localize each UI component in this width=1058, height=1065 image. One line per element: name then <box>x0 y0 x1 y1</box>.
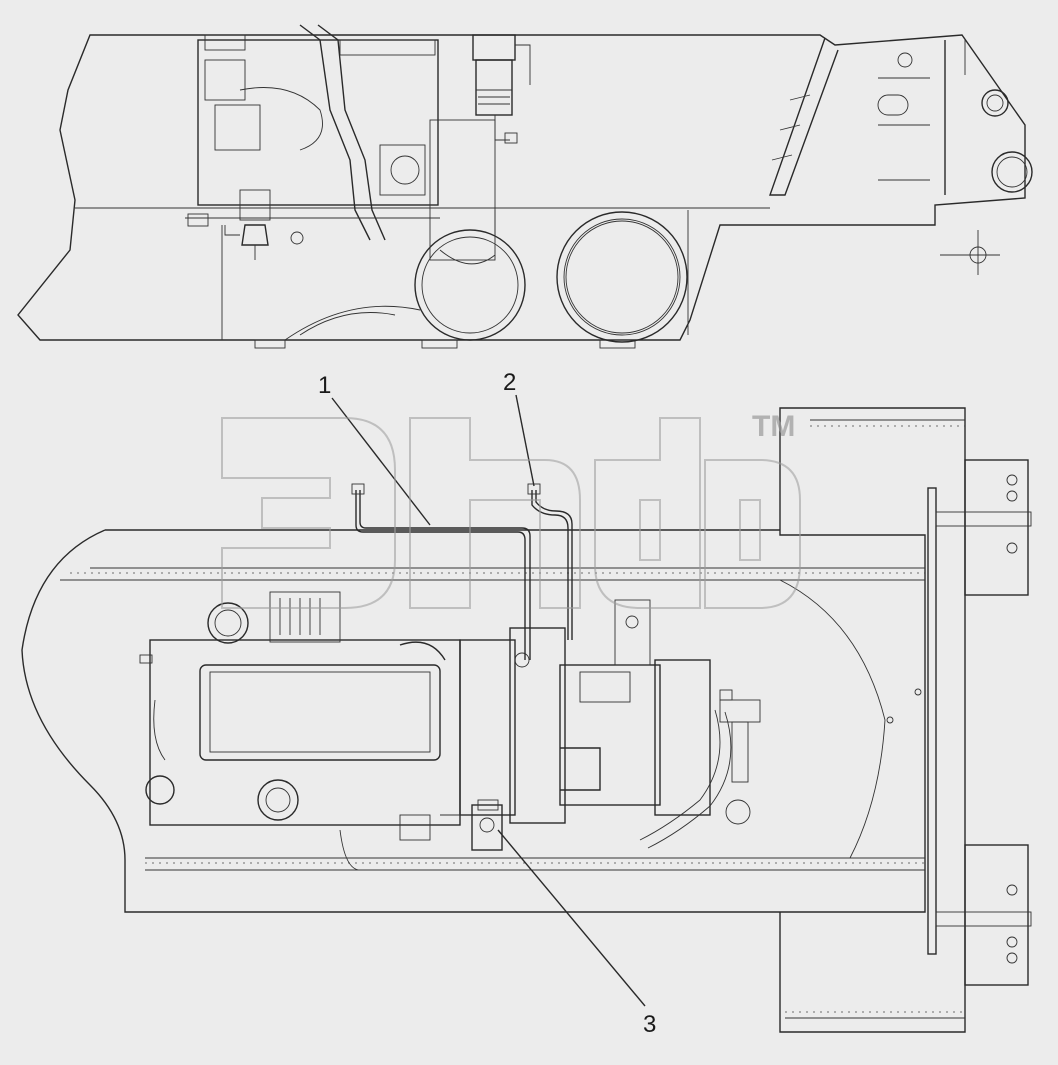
callout-2: 2 <box>503 369 535 487</box>
fuel-pipe-2 <box>531 490 569 640</box>
wheel-arch-front <box>556 211 688 343</box>
fuel-pipes <box>351 483 573 660</box>
fuel-filter <box>472 34 531 144</box>
transmission <box>459 599 761 849</box>
callout-3: 3 <box>497 829 656 1038</box>
side-view-frame <box>17 34 1026 341</box>
fuel-pipe-1 <box>355 490 526 660</box>
engine-side <box>185 24 496 265</box>
plan-view <box>21 407 1032 1033</box>
engine-plan <box>139 591 461 871</box>
plan-view-frame <box>21 407 966 1033</box>
wheel-arch-rear <box>414 229 526 341</box>
callout-2-label: 2 <box>503 369 516 396</box>
callout-3-label: 3 <box>643 1011 656 1038</box>
watermark-trademark: TM <box>752 410 795 443</box>
fuel-pipe-1-inner <box>359 490 531 660</box>
cross-member <box>886 459 1032 986</box>
side-view <box>17 24 1033 349</box>
mount-bracket <box>769 37 1033 275</box>
callout-1-label: 1 <box>318 372 331 399</box>
callout-1: 1 <box>318 372 431 526</box>
fuel-pump <box>440 799 503 851</box>
watermark-logo: TM <box>221 410 801 609</box>
